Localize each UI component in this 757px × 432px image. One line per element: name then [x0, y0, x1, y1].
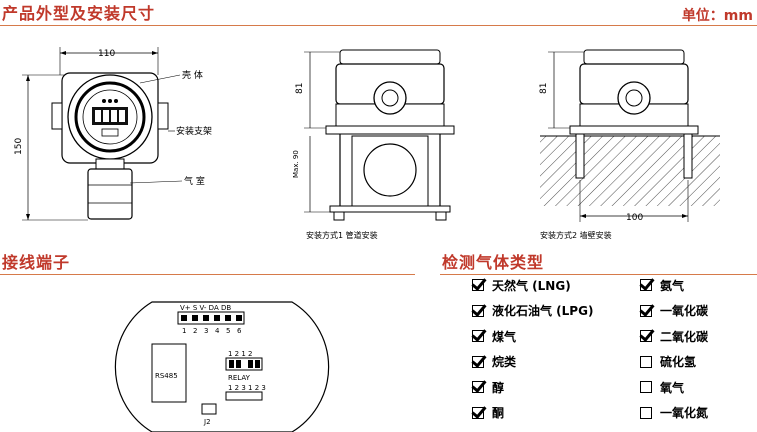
relay-top-numbers: 1 2 1 2: [228, 350, 253, 358]
dimensions-title: 产品外型及安装尺寸: [2, 4, 156, 23]
height-dimension: 150: [14, 138, 24, 155]
gas-item: 天然气 (LNG): [472, 276, 571, 294]
width-dimension: 110: [98, 49, 115, 59]
gas-name: 硫化氢: [660, 355, 697, 369]
checked-checkbox[interactable]: [472, 279, 484, 291]
terminal-number-4: 4: [215, 327, 220, 335]
checked-checkbox[interactable]: [472, 381, 484, 393]
unchecked-checkbox[interactable]: [640, 381, 652, 393]
gas-item: 氧气: [640, 378, 684, 396]
pipe-max-dim: Max. 90: [292, 150, 300, 178]
wall-height-dim: 81: [539, 83, 549, 94]
dimensions-section-header: 产品外型及安装尺寸 单位：mm: [0, 3, 757, 26]
terminal-number-5: 5: [226, 327, 230, 335]
pipe-mount-caption: 安装方式1 管道安装: [306, 231, 378, 240]
gas-name: 氨气: [660, 278, 685, 293]
gas-name: 二氧化碳: [660, 329, 709, 344]
terminal-number-1: 1: [182, 327, 186, 335]
bracket-label: 安装支架: [176, 125, 212, 137]
wall-mount-caption: 安装方式2 墙壁安装: [540, 231, 612, 240]
wall-mount-drawing: 81 100: [539, 49, 720, 223]
checked-checkbox[interactable]: [640, 330, 652, 342]
front-view-drawing: 110 150 壳 体 安装支架 气 室: [14, 47, 212, 221]
wall-width-dim: 100: [626, 213, 643, 223]
gas-name: 醇: [492, 380, 505, 395]
gas-name: 烷类: [492, 355, 517, 369]
gas-name: 酮: [492, 406, 505, 420]
gas-name: 煤气: [492, 329, 517, 344]
chamber-label: 气 室: [184, 175, 205, 187]
gas-name: 液化石油气 (LPG): [492, 304, 594, 318]
terminal-number-6: 6: [237, 327, 242, 335]
wiring-title: 接线端子: [2, 253, 71, 272]
gas-item: 液化石油气 (LPG): [472, 302, 593, 320]
top-terminal-screws: [181, 315, 242, 321]
unchecked-checkbox[interactable]: [640, 406, 652, 419]
jumper-label: J2: [203, 418, 211, 426]
rs485-label: RS485: [155, 372, 178, 380]
gas-item: 二氧化碳: [640, 327, 708, 345]
gas-item: 烷类: [472, 353, 516, 371]
gas-section-header: 检测气体类型: [440, 252, 757, 275]
gas-item: 酮: [472, 404, 504, 422]
relay-numbers: 1 2 3 1 2 3: [228, 384, 266, 392]
checked-checkbox[interactable]: [640, 279, 652, 291]
gas-item: 氨气: [640, 276, 684, 294]
gas-item: 一氧化碳: [640, 302, 708, 320]
pipe-height-dim: 81: [295, 83, 305, 94]
checked-checkbox[interactable]: [472, 406, 484, 419]
terminal-number-2: 2: [193, 327, 197, 335]
gas-name: 天然气 (LNG): [492, 278, 571, 293]
terminal-number-3: 3: [204, 327, 208, 335]
gas-name: 氧气: [660, 380, 685, 395]
gas-item: 煤气: [472, 327, 516, 345]
checked-checkbox[interactable]: [472, 330, 484, 342]
unit-label: 单位：mm: [681, 8, 753, 24]
gas-title: 检测气体类型: [442, 253, 545, 272]
wiring-section-header: 接线端子: [0, 252, 415, 275]
checked-checkbox[interactable]: [640, 304, 652, 317]
top-terminal-labels: V+ S V- DA DB: [180, 304, 231, 312]
gas-name: 一氧化碳: [660, 304, 709, 318]
pipe-mount-drawing: 81 Max. 90: [292, 49, 455, 221]
gas-item: 硫化氢: [640, 353, 696, 371]
wiring-board-drawing: V+ S V- DA DB 1 2 3 4 5 6 RS485 1 2 1 2 …: [114, 301, 330, 432]
shell-label: 壳 体: [182, 69, 203, 81]
unchecked-checkbox[interactable]: [640, 355, 652, 368]
checked-checkbox[interactable]: [472, 355, 484, 368]
gas-item: 一氧化氮: [640, 404, 708, 422]
gas-name: 一氧化氮: [660, 406, 709, 420]
checked-checkbox[interactable]: [472, 304, 484, 317]
relay-label: RELAY: [228, 374, 251, 382]
gas-item: 醇: [472, 378, 504, 396]
